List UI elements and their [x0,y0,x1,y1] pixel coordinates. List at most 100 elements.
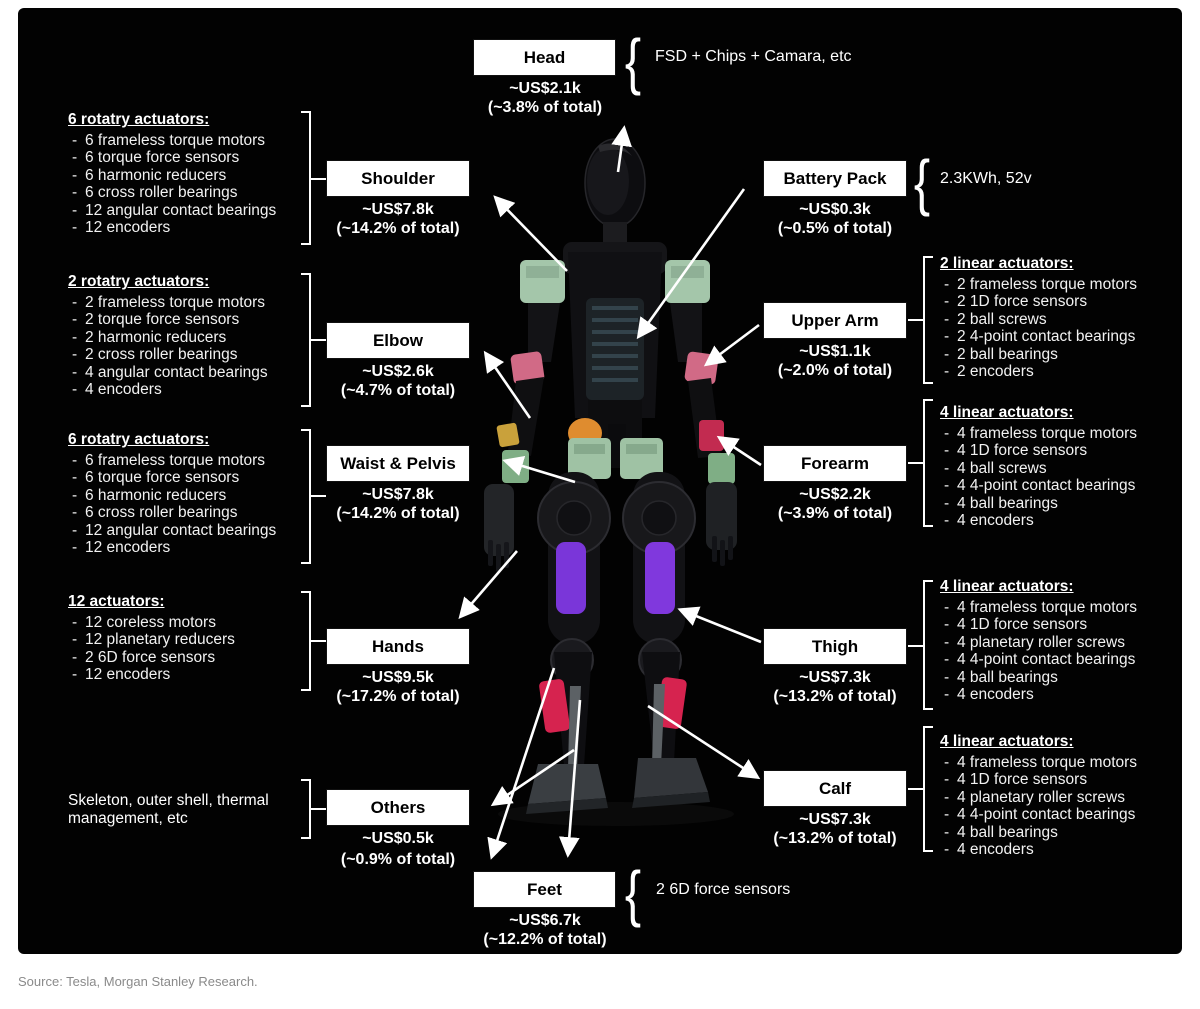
list-item: 4 ball bearings [940,824,1200,842]
part-label: Battery Pack [783,168,887,188]
part-label: Waist & Pelvis [340,453,456,473]
forearm-price: ~US$2.2k [799,486,871,503]
list-item: 2 frameless torque motors [68,294,318,312]
calf-percent: (~13.2% of total) [773,830,897,847]
hands-components-list: 12 actuators: 12 coreless motors12 plane… [68,593,318,684]
calf-components-list: 4 linear actuators: 4 frameless torque m… [940,733,1200,859]
list-item: 2 torque force sensors [68,311,318,329]
hands-label-box: Hands [326,628,470,665]
others-bracket-notch [311,808,326,810]
robot-leg-left [526,472,611,814]
shoulder-price: ~US$7.8k [362,201,434,218]
shoulder-bracket-notch [311,178,326,180]
list-items: 4 frameless torque motors4 1D force sens… [940,599,1200,704]
part-label: Shoulder [361,168,435,188]
robot-leg-right [622,472,710,808]
waist-pelvis-components-list: 6 rotatry actuators: 6 frameless torque … [68,431,318,557]
diagram-canvas: Head ~US$2.1k (~3.8% of total) { FSD + C… [18,8,1182,954]
thigh-price: ~US$7.3k [799,669,871,686]
list-item: 6 torque force sensors [68,469,318,487]
list-item: 2 ball screws [940,311,1200,329]
list-item: 4 planetary roller screws [940,634,1200,652]
others-bracket [301,779,311,839]
elbow-price: ~US$2.6k [362,363,434,380]
list-item: 4 ball bearings [940,495,1200,513]
head-brace: { [624,27,642,97]
list-item: 2 encoders [940,363,1200,381]
list-item: 4 frameless torque motors [940,599,1200,617]
forearm-components-list: 4 linear actuators: 4 frameless torque m… [940,404,1200,530]
list-title: 6 rotatry actuators: [68,431,210,448]
upper-arm-price: ~US$1.1k [799,343,871,360]
others-label-box: Others [326,789,470,826]
list-item: 4 4-point contact bearings [940,477,1200,495]
list-item: 4 4-point contact bearings [940,651,1200,669]
list-item: 4 4-point contact bearings [940,806,1200,824]
calf-label-box: Calf [763,770,907,807]
feet-brace: { [624,859,642,929]
calf-bracket-notch [908,788,923,790]
list-item: 12 encoders [68,666,318,684]
others-price: ~US$0.5k [362,830,434,847]
list-item: 6 cross roller bearings [68,184,318,202]
battery-pack-price: ~US$0.3k [799,201,871,218]
part-label: Hands [372,636,424,656]
robot-pelvis [568,418,663,479]
list-item: 12 angular contact bearings [68,202,318,220]
part-label: Elbow [372,330,424,350]
list-item: 4 encoders [68,381,318,399]
head-price: ~US$2.1k [509,80,581,97]
thigh-percent: (~13.2% of total) [773,688,897,705]
list-title: 2 linear actuators: [940,255,1074,272]
list-title: 4 linear actuators: [940,733,1074,750]
robot-head [584,138,646,228]
list-item: 4 frameless torque motors [940,754,1200,772]
list-item: 4 frameless torque motors [940,425,1200,443]
shoulder-percent: (~14.2% of total) [336,220,460,237]
forearm-label-box: Forearm [763,445,907,482]
list-item: 4 encoders [940,841,1200,859]
list-item: 4 encoders [940,686,1200,704]
list-items: 2 frameless torque motors2 torque force … [68,294,318,399]
elbow-bracket-notch [311,339,326,341]
list-item: 6 frameless torque motors [68,132,318,150]
list-item: 2 frameless torque motors [940,276,1200,294]
list-items: 4 frameless torque motors4 1D force sens… [940,425,1200,530]
list-item: 12 angular contact bearings [68,522,318,540]
part-label: Forearm [800,453,870,473]
others-percent: (~0.9% of total) [340,851,456,868]
optimus-robot-figure [484,138,737,826]
thigh-bracket-notch [908,645,923,647]
list-item: 12 encoders [68,539,318,557]
source-note: Source: Tesla, Morgan Stanley Research. [18,974,258,989]
hands-percent: (~17.2% of total) [336,688,460,705]
robot-torso [563,242,667,438]
list-item: 4 encoders [940,512,1200,530]
list-items: 2 frameless torque motors2 1D force sens… [940,276,1200,381]
head-percent: (~3.8% of total) [487,99,603,116]
list-title: 12 actuators: [68,593,165,610]
elbow-label-box: Elbow [326,322,470,359]
part-label: Feet [527,879,562,899]
list-title: 4 linear actuators: [940,404,1074,421]
robot-shoulder-left-shade [526,266,559,278]
feet-percent: (~12.2% of total) [483,931,607,948]
upper-arm-components-list: 2 linear actuators: 2 frameless torque m… [940,255,1200,381]
forearm-bracket [923,399,933,527]
part-label: Others [370,797,426,817]
list-title: 2 rotatry actuators: [68,273,210,290]
elbow-percent: (~4.7% of total) [340,382,456,399]
upper-arm-percent: (~2.0% of total) [777,362,893,379]
list-item: 2 harmonic reducers [68,329,318,347]
part-label: Thigh [811,636,859,656]
list-item: 4 ball bearings [940,669,1200,687]
calf-price: ~US$7.3k [799,811,871,828]
list-items: 12 coreless motors12 planetary reducers2… [68,614,318,684]
robot-shoulder-right-shade [671,266,704,278]
list-title: 6 rotatry actuators: [68,111,210,128]
head-note: FSD + Chips + Camara, etc [655,48,852,65]
list-item: 12 coreless motors [68,614,318,632]
upper-arm-bracket [923,256,933,384]
list-title: 4 linear actuators: [940,578,1074,595]
list-items: 6 frameless torque motors6 torque force … [68,452,318,557]
